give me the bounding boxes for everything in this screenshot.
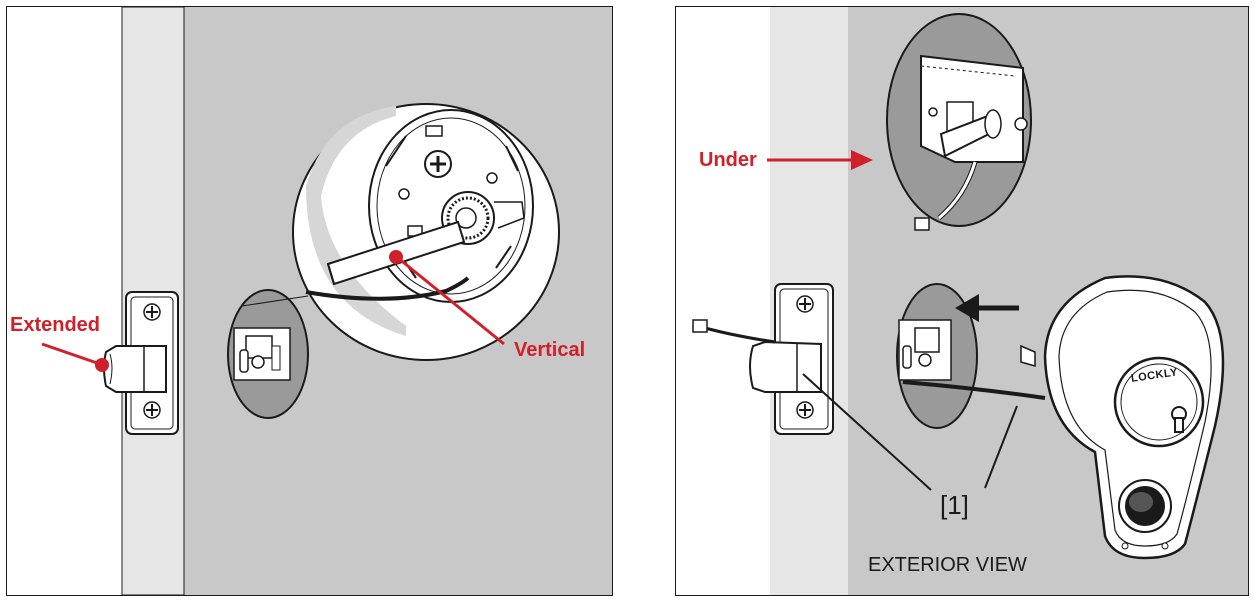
left-arrow-icon — [955, 294, 1019, 322]
deadbolt — [749, 340, 822, 393]
callout-vertical — [389, 250, 505, 346]
phillips-screw-icon — [143, 303, 161, 321]
label-under: Under — [699, 149, 757, 171]
arrow-icon — [851, 150, 873, 170]
reference-number: [1] — [940, 490, 969, 520]
deadbolt-extended — [103, 345, 167, 393]
ref-line-tailpiece — [984, 405, 1018, 489]
right-illustration: Under — [675, 6, 1249, 596]
diagram-panel-right: Under — [675, 6, 1249, 596]
fingerprint-sensor-icon — [1118, 479, 1172, 533]
phillips-screw-icon — [143, 401, 161, 419]
view-caption: EXTERIOR VIEW — [868, 554, 1027, 576]
zoom-inset — [292, 103, 560, 361]
smart-lock-exterior: LOCKLY — [1020, 275, 1225, 560]
keyhole-icon — [1171, 406, 1187, 433]
door-bore-hole — [896, 283, 978, 429]
callout-extended — [41, 342, 109, 372]
left-illustration: Extended Vertical — [6, 6, 613, 596]
ref-line-bolt — [802, 373, 932, 491]
cable-connector — [692, 319, 708, 333]
phillips-screw-icon — [796, 401, 814, 419]
phillips-screw-icon — [424, 150, 452, 178]
cable — [704, 326, 776, 344]
label-vertical: Vertical — [514, 339, 585, 361]
diagram-panel-left: Extended Vertical — [6, 6, 613, 596]
label-extended: Extended — [10, 314, 100, 336]
phillips-screw-icon — [796, 295, 814, 313]
door-bore-hole — [227, 289, 309, 419]
zoom-inset-upper — [886, 13, 1032, 231]
lock-cable — [902, 380, 1046, 400]
